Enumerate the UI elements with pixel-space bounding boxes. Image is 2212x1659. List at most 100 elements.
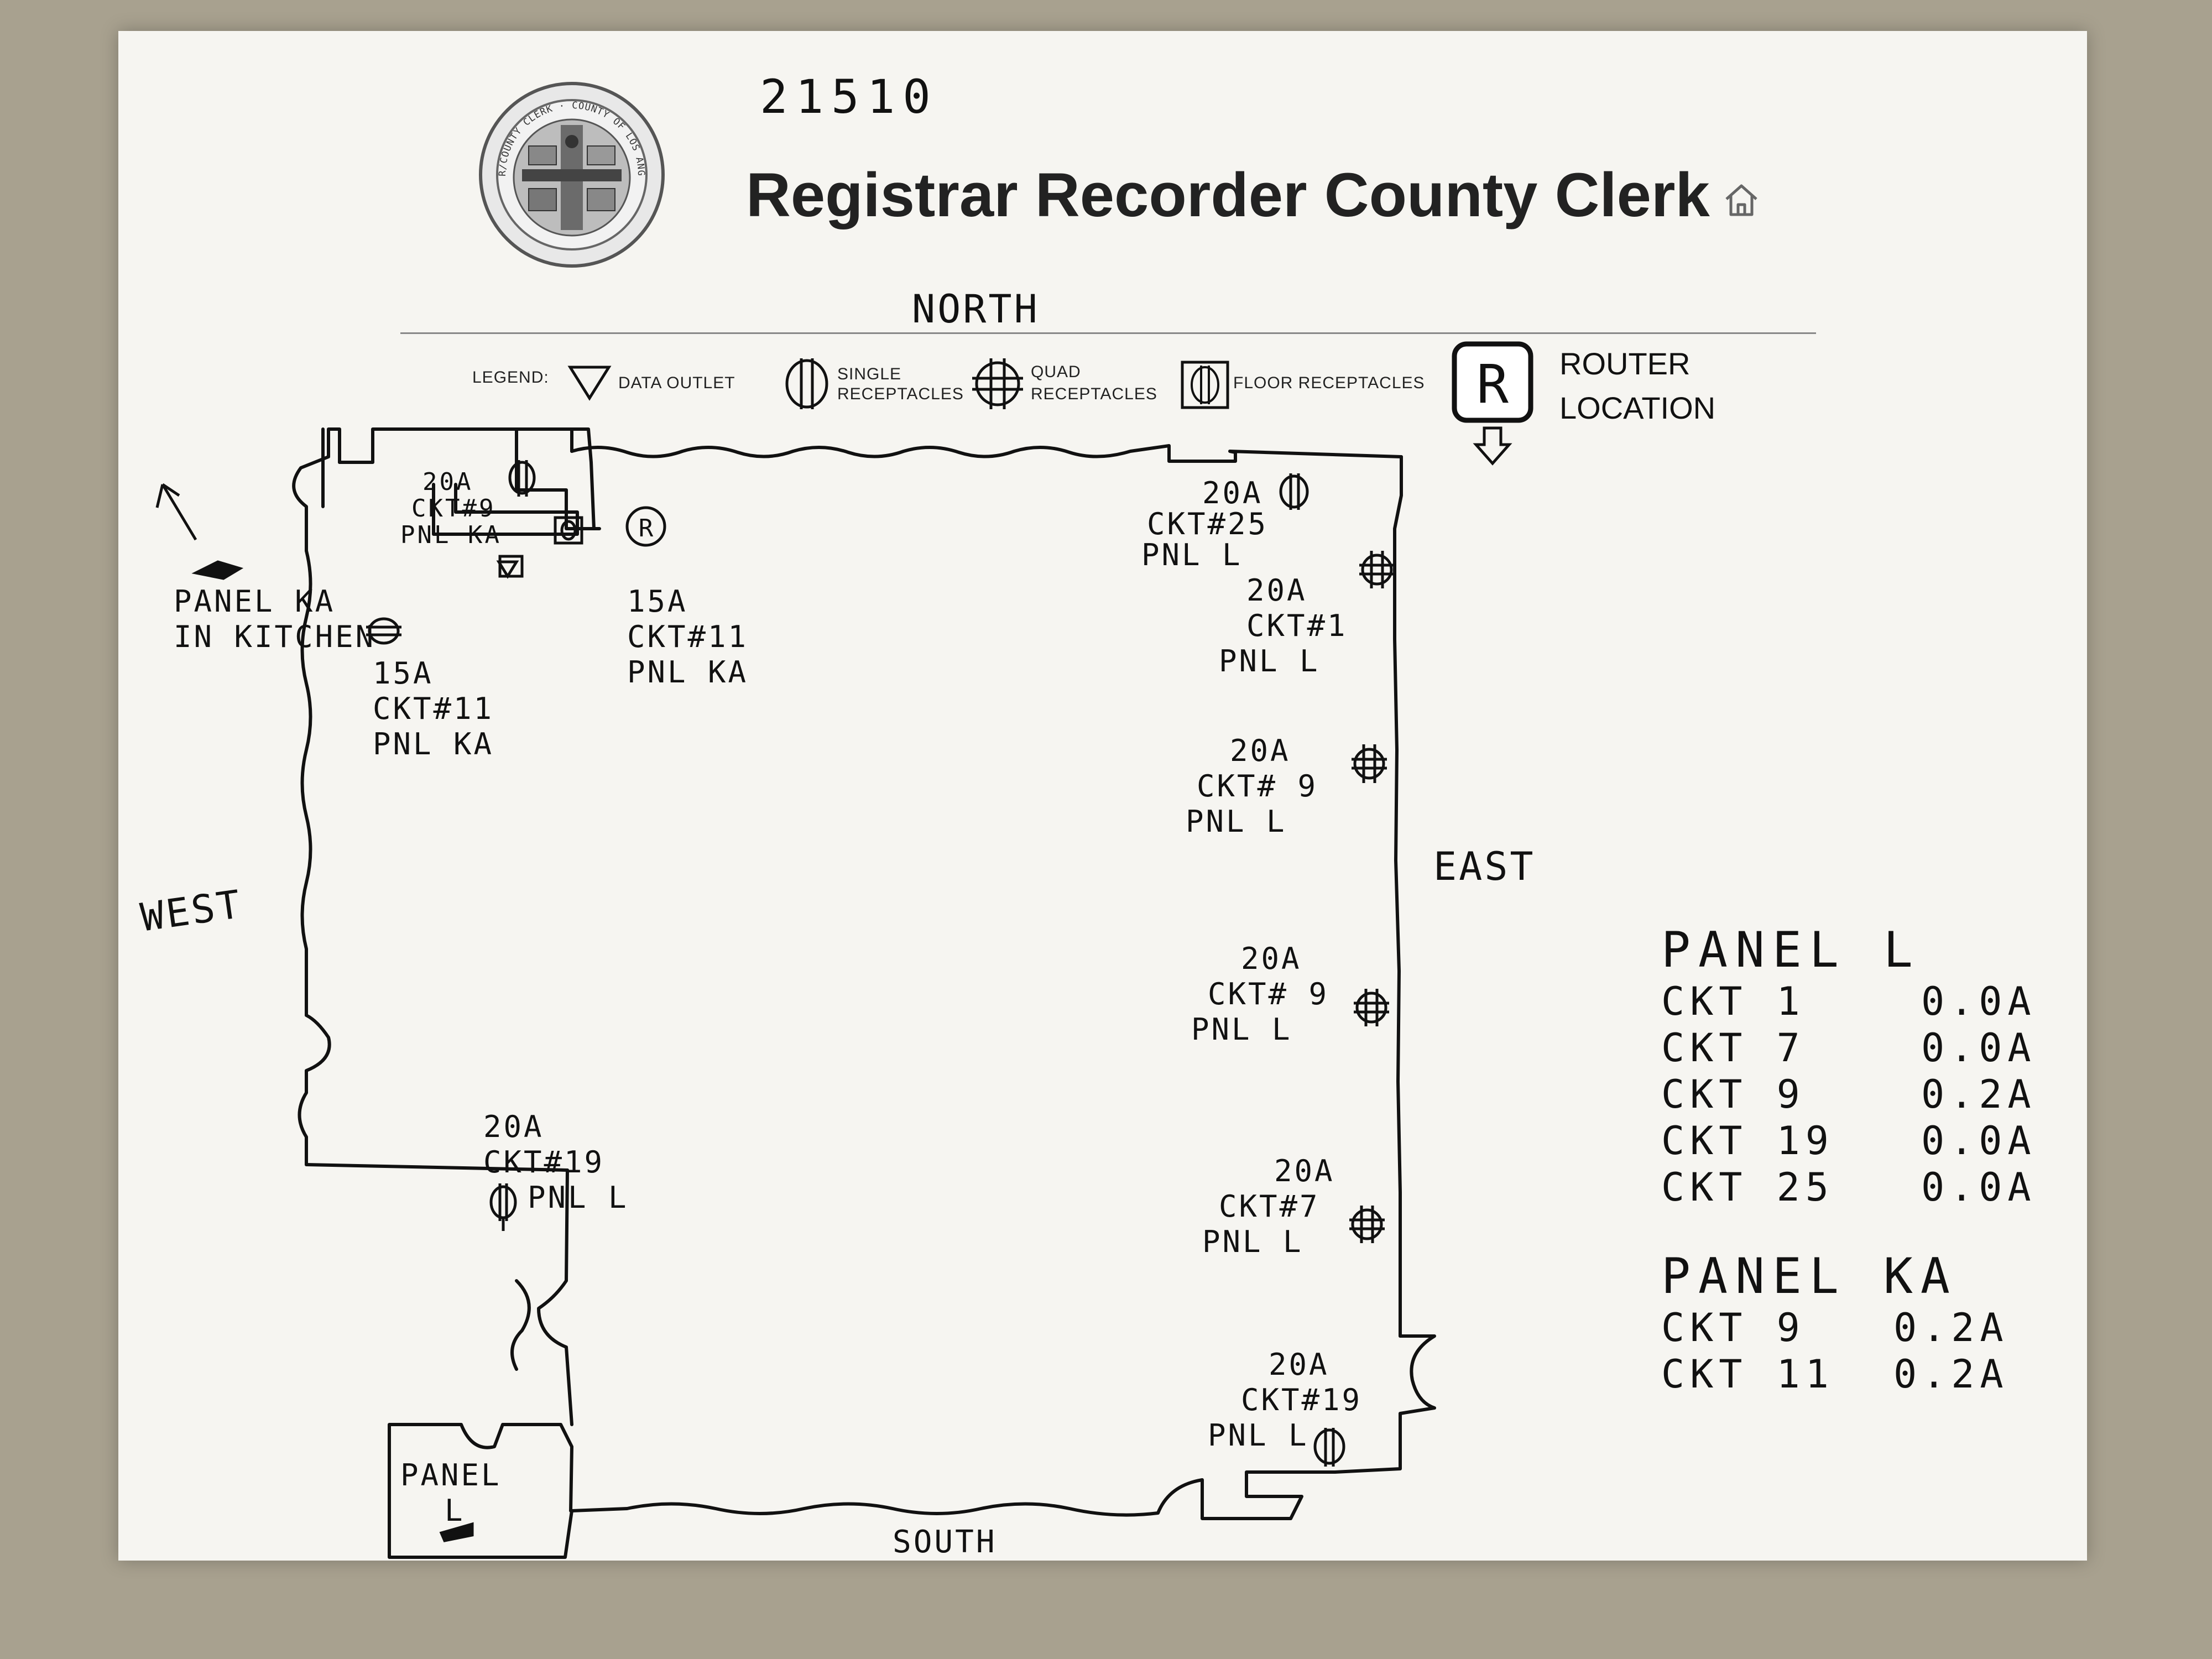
e1-line1: 20A [1246, 573, 1307, 608]
panel-ka-label: PANEL KA IN KITCHEN [174, 584, 375, 655]
kitchen-top-line1: 20A [422, 468, 473, 496]
panel-l-line2: L [445, 1493, 465, 1528]
compass-south: SOUTH [893, 1524, 997, 1560]
e4-line2: CKT#7 [1219, 1189, 1320, 1224]
quad-receptacle-e3 [1354, 989, 1389, 1026]
legend-router-line1: ROUTER [1559, 346, 1691, 381]
se-receptacle-label: 20A CKT#19 PNL L [1208, 1347, 1362, 1453]
kitchen-right-label: 15A CKT#11 PNL KA [627, 584, 748, 690]
amps-cell: 0.0A [1921, 1165, 2037, 1210]
panel-ka-marker [191, 560, 244, 580]
panel-l-marker [439, 1522, 474, 1542]
e2-line3: PNL L [1186, 804, 1287, 839]
e2-receptacle-label: 20A CKT# 9 PNL L [1186, 733, 1318, 839]
ne-line1: 20A [1202, 476, 1263, 510]
kitchen-right-line3: PNL KA [627, 655, 749, 690]
ckt-cell: CKT 7 [1661, 1025, 1806, 1071]
router-marker [625, 506, 666, 547]
data-outlet-kitchen [496, 560, 519, 579]
document-number: 21510 [760, 70, 938, 124]
e1-receptacle-label: 20A CKT#1 PNL L [1219, 573, 1348, 679]
e1-line3: PNL L [1219, 644, 1320, 679]
router-symbol: R [1477, 353, 1509, 415]
panel-l-line1: PANEL [400, 1458, 502, 1493]
quad-receptacle-icon [972, 358, 1023, 409]
se-line1: 20A [1269, 1347, 1329, 1382]
amps-cell: 0.0A [1921, 979, 2037, 1024]
se-line2: CKT#19 [1241, 1383, 1363, 1417]
e4-line3: PNL L [1202, 1224, 1303, 1259]
single-receptacle-sw [489, 1183, 517, 1231]
panel-ka-table-title: PANEL KA [1661, 1248, 1958, 1305]
legend-router-line2: LOCATION [1559, 390, 1716, 425]
sw-line1: 20A [483, 1109, 544, 1144]
paper-sheet: 21510 REGISTRAR-RECORDER/COUNTY CLERK · … [118, 31, 2087, 1561]
kitchen-left-line3: PNL KA [373, 727, 494, 761]
page-title: Registrar Recorder County Clerk [746, 160, 1710, 229]
table-row: CKT 25 0.0A [1661, 1164, 2065, 1211]
county-seal-icon: REGISTRAR-RECORDER/COUNTY CLERK · COUNTY… [478, 81, 665, 268]
kitchen-left-line1: 15A [373, 656, 434, 691]
e4-receptacle-label: 20A CKT#7 PNL L [1202, 1154, 1335, 1260]
se-line3: PNL L [1208, 1418, 1309, 1453]
e2-line2: CKT# 9 [1197, 769, 1318, 804]
ckt-cell: CKT 1 [1661, 979, 1806, 1024]
kitchen-right-line2: CKT#11 [627, 619, 749, 654]
kitchen-top-line3: PNL KA [400, 521, 502, 549]
north-wall [570, 444, 1403, 463]
compass-north: NORTH [912, 286, 1040, 332]
quad-receptacle-e4 [1349, 1206, 1385, 1243]
e4-line1: 20A [1274, 1154, 1335, 1188]
panel-l-table-title: PANEL L [1661, 921, 1921, 978]
legend-quad-line2: RECEPTACLES [1031, 385, 1157, 403]
single-receptacle-icon [785, 358, 828, 409]
single-receptacle-ne [1279, 473, 1309, 510]
table-row: CKT 19 0.0A [1661, 1118, 2065, 1164]
sw-receptacle-label: 20A CKT#19 PNL L [483, 1109, 629, 1215]
e3-receptacle-label: 20A CKT# 9 PNL L [1191, 941, 1329, 1047]
ckt-cell: CKT 25 [1661, 1165, 1834, 1210]
floor-receptacle-icon [1181, 361, 1229, 409]
ckt-cell: CKT 9 [1661, 1305, 1806, 1350]
triangle-down-icon [567, 366, 612, 401]
router-marker-label: R [639, 514, 654, 542]
compass-east: EAST [1433, 844, 1536, 889]
panel-l-room [388, 1423, 573, 1559]
kitchen-top-label: 20A CKT#9 PNL KA [400, 469, 502, 549]
kitchen-left-label: 15A CKT#11 PNL KA [373, 656, 494, 762]
single-receptacle-west [366, 617, 401, 645]
e1-line2: CKT#1 [1246, 608, 1348, 643]
single-receptacle-se [1313, 1428, 1345, 1467]
sw-line2: CKT#19 [483, 1145, 605, 1180]
legend-label: LEGEND: [472, 368, 549, 387]
legend-quad-line1: QUAD [1031, 363, 1081, 381]
kitchen-left-line2: CKT#11 [373, 691, 494, 726]
header-divider [400, 332, 1816, 334]
ckt-cell: CKT 11 [1661, 1352, 1834, 1397]
kitchen-top-line2: CKT#9 [411, 494, 496, 523]
ne-receptacle-label: 20A CKT#25 PNL L [1141, 478, 1268, 571]
amps-cell: 0.0A [1921, 1118, 2037, 1164]
home-icon[interactable] [1722, 180, 1761, 219]
quad-receptacle-e1 [1359, 551, 1395, 588]
single-receptacle-kitchen-top [508, 460, 536, 497]
floor-receptacle-kitchen [554, 516, 583, 545]
east-wall [1393, 455, 1403, 1338]
table-row: CKT 1 0.0A [1661, 978, 2065, 1025]
floor-plan: R [155, 427, 1436, 1559]
e3-line3: PNL L [1191, 1012, 1292, 1047]
west-wall [298, 549, 331, 1166]
panel-ka-label-line1: PANEL KA [174, 584, 336, 619]
south-wall [570, 1470, 1337, 1520]
e2-line1: 20A [1230, 733, 1291, 768]
sw-line3: PNL L [528, 1180, 629, 1215]
ckt-cell: CKT 19 [1661, 1118, 1834, 1164]
kitchen-right-line1: 15A [627, 584, 688, 619]
ne-line3: PNL L [1141, 538, 1243, 572]
panel-ka-label-line2: IN KITCHEN [174, 619, 376, 654]
